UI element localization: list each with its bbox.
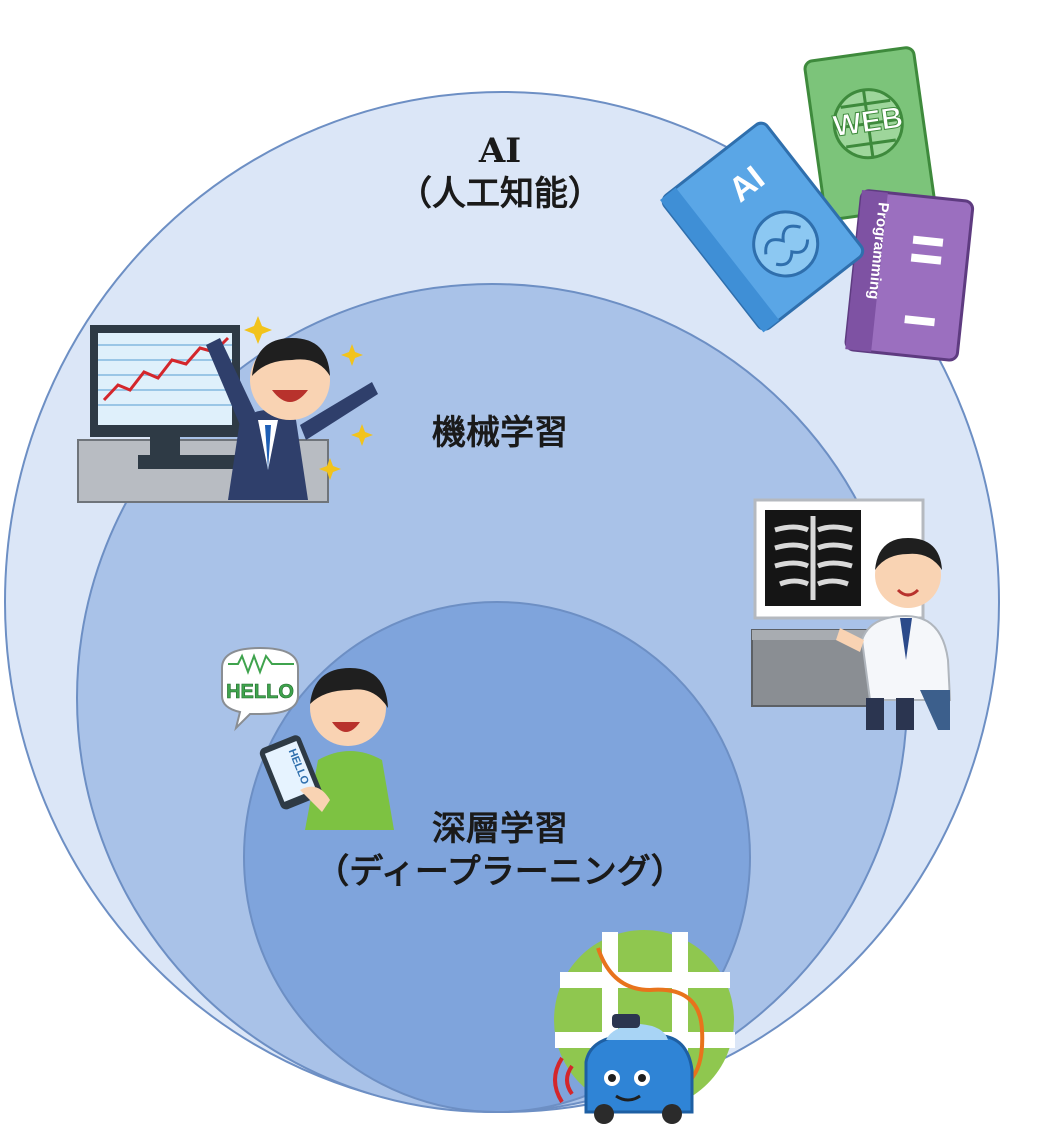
deep-learning-label: 深層学習 （ディープラーニング） bbox=[260, 808, 740, 893]
self-driving-car-illustration bbox=[553, 930, 735, 1124]
programming-book: Programming bbox=[844, 189, 975, 362]
ai-label: AI （人工知能） bbox=[330, 130, 670, 215]
ai-book: AI bbox=[660, 121, 865, 333]
deep-learning-label-line1: 深層学習 bbox=[432, 809, 568, 849]
web-book-text: WEB bbox=[831, 101, 905, 143]
businessman-chart-illustration bbox=[77, 316, 378, 503]
doctor-xray-illustration bbox=[751, 498, 952, 730]
deep-learning-label-line2: （ディープラーニング） bbox=[315, 851, 685, 892]
machine-learning-label: 機械学習 bbox=[432, 413, 568, 453]
ai-label-line1: AI bbox=[478, 131, 522, 171]
web-book: WEB bbox=[803, 46, 936, 221]
speech-bubble-text: HELLO bbox=[226, 681, 294, 703]
books-illustration: WEB Programming AI bbox=[660, 46, 975, 362]
speech-recognition-illustration: HELLO HELLO bbox=[221, 646, 394, 830]
ai-label-line2: （人工知能） bbox=[398, 173, 602, 214]
